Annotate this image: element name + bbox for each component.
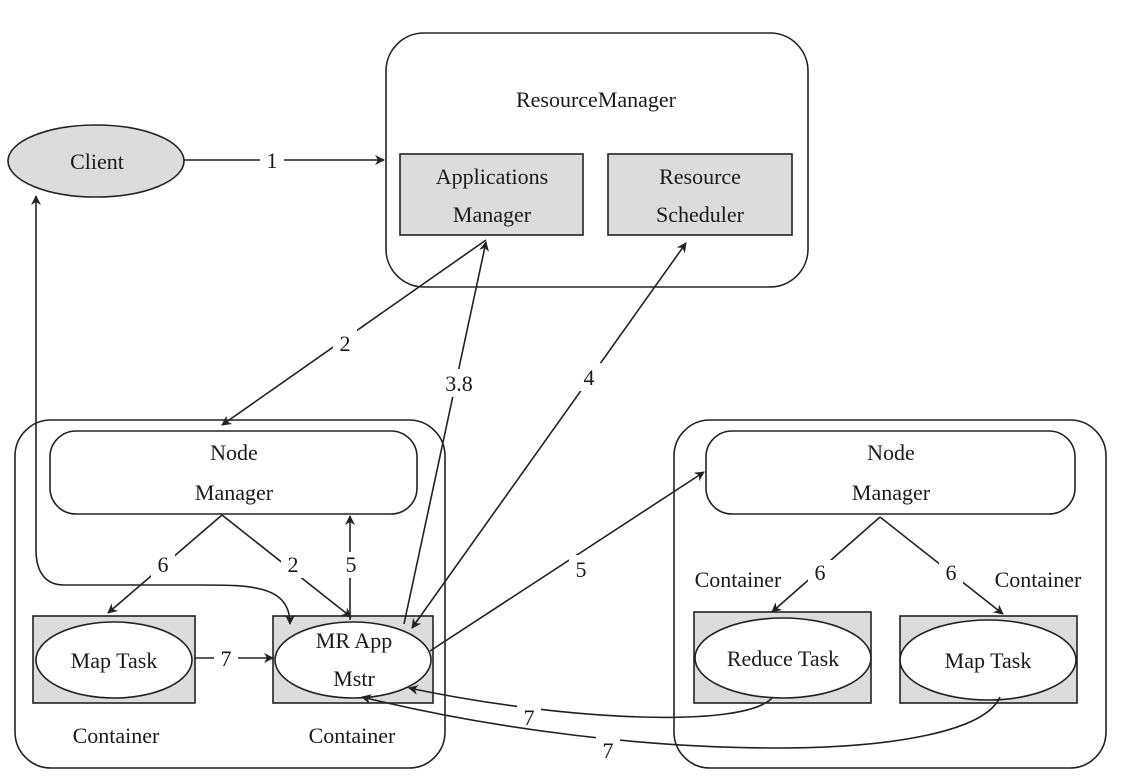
left-node-manager-label-1: Node <box>210 440 258 465</box>
edge-6-left-label: 6 <box>158 552 169 577</box>
edge-1-label: 1 <box>267 148 278 173</box>
mr-app-master-label-1: MR App <box>316 628 392 653</box>
edge-client-mr-app <box>31 195 295 625</box>
edge-6-right-map-label: 6 <box>946 560 957 585</box>
right-node-manager-box <box>705 430 1076 515</box>
left-map-task-label: Map Task <box>71 648 158 673</box>
edge-2-left-label: 2 <box>288 552 299 577</box>
right-map-container-label: Container <box>995 567 1082 592</box>
applications-manager-box <box>399 153 584 236</box>
resource-scheduler-label-1: Resource <box>659 164 741 189</box>
resource-scheduler-label-2: Scheduler <box>656 202 745 227</box>
edge-3-8-label: 3.8 <box>445 371 473 396</box>
edge-5-right-label: 5 <box>576 557 587 582</box>
edge-7-map-label: 7 <box>603 738 614 763</box>
left-map-container-label: Container <box>73 723 160 748</box>
right-map-task-label: Map Task <box>945 648 1032 673</box>
reduce-task-label: Reduce Task <box>727 646 839 671</box>
reduce-task-node <box>694 617 872 699</box>
right-map-task-node <box>899 619 1077 701</box>
reduce-container-label: Container <box>695 567 782 592</box>
edge-2-top-label: 2 <box>340 331 351 356</box>
applications-manager-label-2: Manager <box>453 202 532 227</box>
mr-app-container-label: Container <box>309 723 396 748</box>
edge-6-right-reduce-label: 6 <box>815 560 826 585</box>
edge-7-map <box>361 694 1001 749</box>
edge-5-right <box>429 471 705 652</box>
edge-4 <box>411 242 687 629</box>
client-label: Client <box>70 149 124 174</box>
left-node-manager-label-2: Manager <box>195 480 274 505</box>
applications-manager-label-1: Applications <box>436 164 548 189</box>
right-node-manager-label-2: Manager <box>852 480 931 505</box>
resource-scheduler-box <box>607 153 793 236</box>
edge-7-left-label: 7 <box>221 646 232 671</box>
edge-4-label: 4 <box>584 365 595 390</box>
mr-app-master-label-2: Mstr <box>333 666 375 691</box>
mr-app-master-node <box>274 621 432 699</box>
edge-5-up-label: 5 <box>346 552 357 577</box>
right-node-manager-label-1: Node <box>867 440 915 465</box>
edge-7-reduce <box>408 684 774 719</box>
edge-7-reduce-label: 7 <box>524 705 535 730</box>
resource-manager-label: ResourceManager <box>516 87 677 112</box>
